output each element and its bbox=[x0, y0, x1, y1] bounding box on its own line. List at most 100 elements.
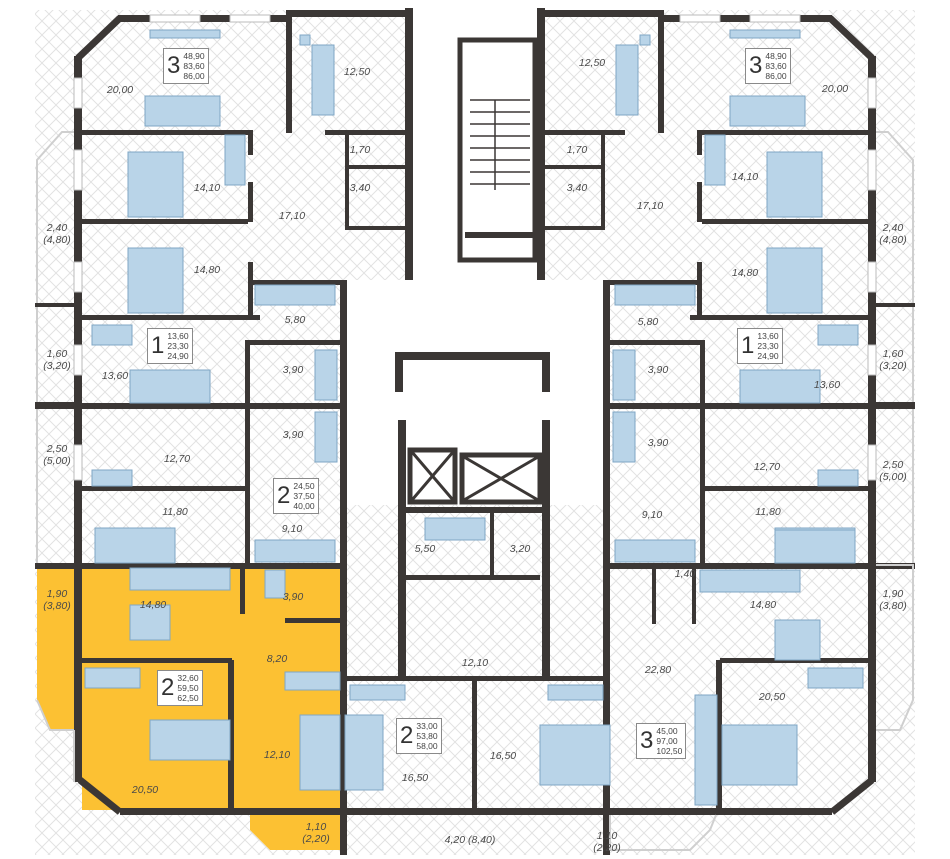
total-area-with-balcony: 86,00 bbox=[765, 71, 787, 81]
total-area: 23,30 bbox=[167, 341, 189, 351]
room-area: 3,40 bbox=[349, 182, 371, 194]
room-area: 13,60 bbox=[101, 370, 129, 382]
room-area: 8,20 bbox=[266, 653, 288, 665]
room-count: 3 bbox=[749, 52, 763, 79]
balcony-area: 2,50 bbox=[882, 459, 904, 471]
balcony-area-full: (5,00) bbox=[43, 455, 71, 467]
room-area: 20,00 bbox=[821, 83, 849, 95]
room-area: 14,10 bbox=[731, 171, 759, 183]
room-area: 20,50 bbox=[131, 784, 159, 796]
room-count: 2 bbox=[161, 674, 175, 701]
balcony-area: 1,60 bbox=[882, 348, 904, 360]
room-area: 5,80 bbox=[284, 314, 306, 326]
room-area: 3,90 bbox=[282, 429, 304, 441]
room-count: 3 bbox=[640, 727, 654, 754]
room-area: 9,10 bbox=[641, 509, 663, 521]
room-area: 14,10 bbox=[193, 182, 221, 194]
total-area-with-balcony: 24,90 bbox=[167, 351, 189, 361]
balcony-area: 1,90 bbox=[46, 588, 68, 600]
room-area: 16,50 bbox=[401, 772, 429, 784]
living-area: 48,90 bbox=[765, 51, 787, 61]
balcony-area-full: (3,80) bbox=[43, 600, 71, 612]
total-area-with-balcony: 86,00 bbox=[183, 71, 205, 81]
room-area: 9,10 bbox=[281, 523, 303, 535]
total-area: 23,30 bbox=[757, 341, 779, 351]
room-area: 17,10 bbox=[278, 210, 306, 222]
room-area: 3,40 bbox=[566, 182, 588, 194]
balcony-area-full: (3,80) bbox=[879, 600, 907, 612]
room-area: 1,70 bbox=[349, 144, 371, 156]
balcony-area: 2,40 bbox=[882, 222, 904, 234]
balcony-area-full: (3,20) bbox=[43, 360, 71, 372]
room-area: 3,20 bbox=[509, 543, 531, 555]
living-area: 13,60 bbox=[167, 331, 189, 341]
balcony-area-full: (2,20) bbox=[302, 833, 330, 845]
room-area: 14,80 bbox=[193, 264, 221, 276]
living-area: 24,50 bbox=[293, 481, 315, 491]
balcony-area: 4,20 (8,40) bbox=[444, 834, 496, 846]
room-count: 2 bbox=[400, 722, 414, 749]
balcony-area-full: (2,20) bbox=[593, 842, 621, 854]
room-area: 16,50 bbox=[489, 750, 517, 762]
total-area: 53,80 bbox=[416, 731, 438, 741]
balcony-area-full: (3,20) bbox=[879, 360, 907, 372]
balcony-area: 2,40 bbox=[46, 222, 68, 234]
room-area: 5,50 bbox=[414, 543, 436, 555]
room-area: 20,50 bbox=[758, 691, 786, 703]
room-count: 1 bbox=[151, 332, 165, 359]
room-area: 12,10 bbox=[461, 657, 489, 669]
room-area: 12,70 bbox=[163, 453, 191, 465]
living-area: 33,00 bbox=[416, 721, 438, 731]
room-area: 1,40 bbox=[674, 568, 696, 580]
room-count: 1 bbox=[741, 332, 755, 359]
room-count: 2 bbox=[277, 482, 291, 509]
total-area-with-balcony: 62,50 bbox=[177, 693, 199, 703]
total-area: 97,00 bbox=[656, 736, 678, 746]
balcony-area: 2,50 bbox=[46, 443, 68, 455]
room-area: 3,90 bbox=[647, 437, 669, 449]
room-count: 3 bbox=[167, 52, 181, 79]
room-area: 17,10 bbox=[636, 200, 664, 212]
room-area: 20,00 bbox=[106, 84, 134, 96]
living-area: 13,60 bbox=[757, 331, 779, 341]
room-area: 11,80 bbox=[755, 506, 781, 518]
room-area: 11,80 bbox=[162, 506, 188, 518]
living-area: 45,00 bbox=[656, 726, 678, 736]
total-area-with-balcony: 102,50 bbox=[656, 746, 683, 756]
room-area: 12,50 bbox=[343, 66, 371, 78]
total-area: 59,50 bbox=[177, 683, 199, 693]
balcony-area: 1,90 bbox=[882, 588, 904, 600]
room-area: 14,80 bbox=[731, 267, 759, 279]
balcony-area-full: (4,80) bbox=[879, 234, 907, 246]
total-area-with-balcony: 40,00 bbox=[293, 501, 315, 511]
room-area: 5,80 bbox=[637, 316, 659, 328]
room-area: 12,70 bbox=[753, 461, 781, 473]
room-area: 14,80 bbox=[749, 599, 777, 611]
living-area: 32,60 bbox=[177, 673, 199, 683]
room-area: 22,80 bbox=[644, 664, 672, 676]
room-area: 3,90 bbox=[282, 364, 304, 376]
room-area: 3,90 bbox=[282, 591, 304, 603]
total-area-with-balcony: 24,90 bbox=[757, 351, 779, 361]
total-area: 83,60 bbox=[765, 61, 787, 71]
room-area: 12,50 bbox=[578, 57, 606, 69]
balcony-area-full: (5,00) bbox=[879, 471, 907, 483]
room-area: 14,80 bbox=[139, 599, 167, 611]
total-area-with-balcony: 58,00 bbox=[416, 741, 438, 751]
balcony-area: 1,10 bbox=[596, 830, 618, 842]
balcony-area: 1,10 bbox=[305, 821, 327, 833]
room-area: 1,70 bbox=[566, 144, 588, 156]
room-area: 13,60 bbox=[813, 379, 841, 391]
living-area: 48,90 bbox=[183, 51, 205, 61]
room-area: 3,90 bbox=[647, 364, 669, 376]
